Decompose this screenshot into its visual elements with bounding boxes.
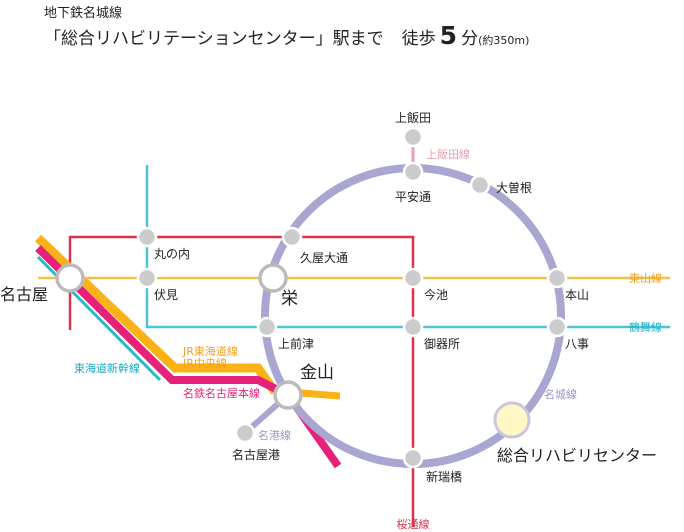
- route-title: 「総合リハビリテーションセンター」駅まで: [44, 29, 384, 49]
- line-label-sakuradori: 桜通線: [397, 517, 430, 531]
- line-label-shinkansen: 東海道新幹線: [74, 361, 140, 375]
- line-label-meiko: 名港線: [258, 428, 291, 442]
- station-label-shinmizuhashi: 新瑞橋: [426, 469, 462, 484]
- station-destination-marker: [493, 401, 531, 439]
- station-label-gokiso: 御器所: [424, 336, 460, 351]
- station-imaike-marker: [402, 267, 424, 289]
- station-label-heiando: 平安通: [395, 189, 431, 204]
- line-labels: 上飯田線 東山線 鶴舞線 名城線 名港線 桜通線 東海道新幹線 JR東海道線 J…: [74, 147, 662, 531]
- station-label-nagoyako: 名古屋港: [232, 447, 280, 462]
- station-hisaya-marker: [281, 226, 303, 248]
- station-label-kamimaezu: 上前津: [278, 336, 314, 351]
- station-label-hisaya: 久屋大通: [300, 251, 348, 265]
- station-label-destination: 総合リハビリセンター: [497, 446, 657, 465]
- station-heiando-marker: [402, 161, 424, 183]
- station-label-motoyama: 本山: [565, 288, 589, 302]
- walk-minutes: 5: [439, 21, 458, 50]
- line-label-kamiiida: 上飯田線: [426, 147, 470, 161]
- station-ozone-marker: [469, 174, 491, 196]
- station-motoyama-marker: [546, 267, 568, 289]
- station-label-nagoya: 名古屋: [0, 285, 48, 304]
- tsurumai-line-path: [145, 165, 670, 329]
- walk-distance: (約350m): [478, 34, 530, 47]
- line-label-meitetsu: 名鉄名古屋本線: [183, 386, 260, 400]
- station-kamimaezu-marker: [256, 316, 278, 338]
- station-fushimi-marker: [136, 267, 158, 289]
- station-label-kanayama: 金山: [300, 363, 334, 383]
- major-station-labels: 名古屋 栄 金山 総合リハビリセンター: [0, 285, 657, 465]
- line-label-meijo: 名城線: [544, 387, 577, 401]
- line-label-higashiyama: 東山線: [629, 271, 662, 285]
- station-labels: 上飯田 平安通 大曽根 丸の内 久屋大通 伏見 今池 本山 上前津 御器所 八事…: [154, 110, 589, 484]
- station-sakae-marker: [258, 263, 288, 293]
- station-nagoya-marker: [55, 263, 85, 293]
- line-label-tsurumai: 鶴舞線: [629, 320, 662, 334]
- major-station-markers: [55, 263, 303, 410]
- line-label-jr-tokaido: JR東海道線: [182, 344, 238, 358]
- station-nagoyako-marker: [234, 422, 256, 444]
- station-markers: [136, 126, 568, 469]
- station-label-yagoto: 八事: [565, 337, 589, 351]
- station-kamiiida-marker: [402, 126, 424, 148]
- station-label-marunouchi: 丸の内: [154, 247, 190, 261]
- line-label-jr-chuo: JR中央線: [182, 356, 227, 370]
- subway-line-subtitle: 地下鉄名城線: [44, 6, 123, 21]
- station-label-fushimi: 伏見: [154, 288, 178, 302]
- station-gokiso-marker: [402, 316, 424, 338]
- station-label-imaike: 今池: [424, 287, 448, 302]
- station-marunouchi-marker: [136, 226, 158, 248]
- station-label-sakae: 栄: [281, 289, 298, 309]
- walk-label: 徒歩: [401, 29, 436, 49]
- walk-unit: 分: [461, 29, 479, 49]
- station-yagoto-marker: [546, 316, 568, 338]
- station-label-kamiiida: 上飯田: [395, 110, 431, 125]
- station-label-ozone: 大曽根: [496, 180, 532, 195]
- station-kanayama-marker: [273, 380, 303, 410]
- station-shinmizuhashi-marker: [402, 447, 424, 469]
